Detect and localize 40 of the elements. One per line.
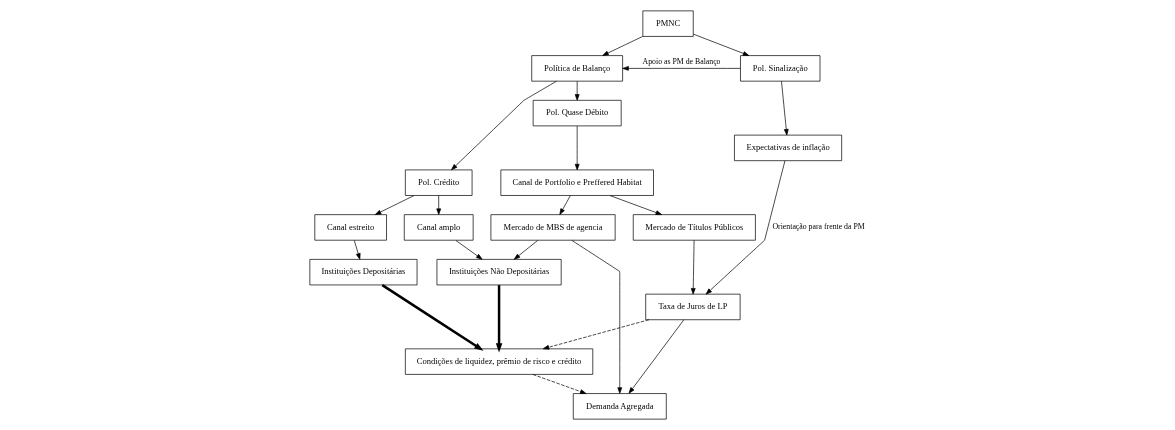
arrow	[374, 195, 414, 215]
node-box: Canal amplo	[403, 214, 473, 241]
edge-label: Apoio as PM de Balanço	[642, 56, 721, 66]
arrow	[621, 66, 741, 71]
node-box: Instituições Depositárias	[309, 259, 417, 286]
node-box: Expectativas de inflação	[733, 134, 842, 162]
arrow	[532, 374, 586, 394]
arrow	[574, 125, 579, 171]
arrow	[353, 240, 360, 260]
arrow	[628, 319, 684, 394]
node-box: Mercado de MBS de agencia	[490, 214, 615, 241]
arrow	[495, 285, 502, 353]
node-box: Pol. Sinalização	[739, 55, 820, 82]
node-box: Mercado de Títulos Públicos	[632, 214, 756, 241]
arrow	[609, 195, 662, 215]
node-box: Política de Balanço	[530, 55, 623, 82]
node-box: PMNC	[642, 10, 694, 37]
arrow	[542, 319, 649, 350]
arrow	[381, 284, 484, 351]
arrow	[601, 36, 643, 56]
node-box: Canal de Portfolio e Preffered Habitat	[500, 169, 654, 196]
node-box: Demanda Agregada	[572, 393, 667, 420]
arrow	[780, 80, 789, 136]
arrow	[692, 33, 749, 56]
arrow	[450, 80, 557, 171]
node-box: Canal estreito	[313, 214, 387, 241]
arrow	[570, 239, 622, 394]
node-box: Pol. Quase Débito	[532, 99, 622, 127]
arrow	[435, 195, 441, 215]
arrow	[574, 81, 579, 101]
arrow	[513, 240, 538, 260]
node-box: Condições de liquidez, prêmio de risco e crédito	[404, 348, 593, 375]
arrow	[455, 240, 482, 260]
edge-label: Orientação para frente da PM	[771, 222, 865, 232]
arrow	[690, 240, 696, 295]
node-box: Pol. Crédito	[404, 169, 472, 196]
arrow	[705, 160, 785, 295]
arrow	[558, 195, 571, 215]
node-box: Taxa de Juros de LP	[644, 293, 740, 321]
node-box: Instituições Não Depositárias	[436, 259, 562, 286]
